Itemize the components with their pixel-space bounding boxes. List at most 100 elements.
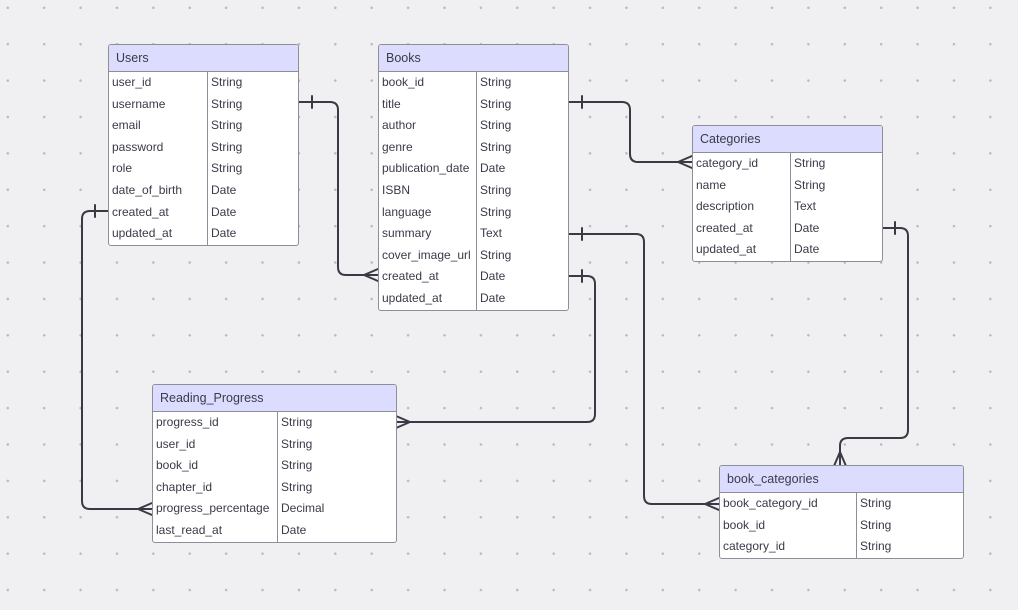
attribute-type: String [211,96,243,111]
attribute-type: Date [480,161,506,176]
connector-books-readingprogress [395,275,596,423]
attribute-type: String [281,415,313,429]
attribute-type: String [211,139,243,154]
connector-users-readingprogress [81,210,153,510]
attribute-type: String [281,479,313,494]
attribute-name: name [693,174,791,197]
attribute-type: Date [794,242,820,257]
attribute-name: date_of_birth [109,179,208,202]
attribute-name: progress_percentage [153,498,278,520]
attribute-name: book_id [379,72,477,94]
attribute-name: user_id [109,72,208,94]
attribute-type: Date [480,269,506,284]
connector-books-bookcategories [567,233,720,505]
attribute-name: book_id [720,514,857,537]
attribute-name: updated_at [379,287,477,310]
attribute-type: String [281,458,313,473]
attribute-type: String [480,96,512,111]
attribute-name: updated_at [109,223,208,245]
attribute-type: String [211,118,243,133]
attribute-type: String [794,177,826,192]
entity-title: book_categories [720,466,963,493]
connector-books-categories [567,101,693,163]
attribute-name: ISBN [379,179,477,202]
attribute-name: category_id [693,153,791,175]
attribute-type: Text [480,226,503,241]
attribute-name: language [379,201,477,224]
attribute-type: String [480,118,512,133]
attribute-type: Date [211,226,237,241]
attribute-type: String [480,182,512,197]
attribute-name: password [109,136,208,159]
attribute-name: cover_image_url [379,244,477,267]
entity-title: Reading_Progress [153,385,396,412]
attribute-name: email [109,115,208,137]
attribute-type: String [281,436,313,451]
connector-categories-bookcategories [839,227,909,467]
attribute-name: created_at [109,201,208,224]
attribute-type: String [480,204,512,219]
entity-title: Books [379,45,568,72]
attribute-name: publication_date [379,158,477,180]
attribute-type: String [860,496,892,510]
many-marker-readingprogress-top [395,415,411,429]
attribute-type: String [794,156,826,170]
attribute-type: Date [211,182,237,197]
attribute-name: user_id [153,433,278,456]
attribute-name: updated_at [693,239,791,261]
attribute-type: String [480,247,512,262]
attribute-name: book_id [153,455,278,477]
attribute-name: username [109,93,208,116]
many-marker-bookcategories-top [833,451,847,467]
attribute-type: String [480,139,512,154]
attribute-name: author [379,115,477,137]
many-marker-readingprogress-left [137,502,153,516]
attribute-type: Decimal [281,501,325,516]
attribute-name: progress_id [153,412,278,434]
attribute-type: Date [281,522,307,537]
attribute-name: book_category_id [720,493,857,515]
attribute-name: last_read_at [153,519,278,542]
attribute-type: Text [794,199,817,214]
attribute-name: category_id [720,536,857,558]
